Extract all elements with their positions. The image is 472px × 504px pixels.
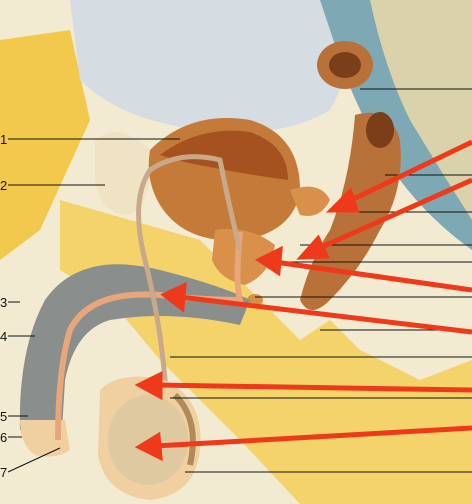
label-7: 7 (0, 465, 7, 480)
label-3: 3 (0, 295, 7, 310)
label-5: 5 (0, 409, 7, 424)
pubic-bone (95, 132, 151, 215)
label-4: 4 (0, 329, 7, 344)
sigmoid-colon-lumen (329, 52, 361, 78)
label-1: 1 (0, 132, 7, 147)
label-2: 2 (0, 178, 7, 193)
label-6: 6 (0, 430, 7, 445)
rectum-lumen (366, 112, 394, 148)
